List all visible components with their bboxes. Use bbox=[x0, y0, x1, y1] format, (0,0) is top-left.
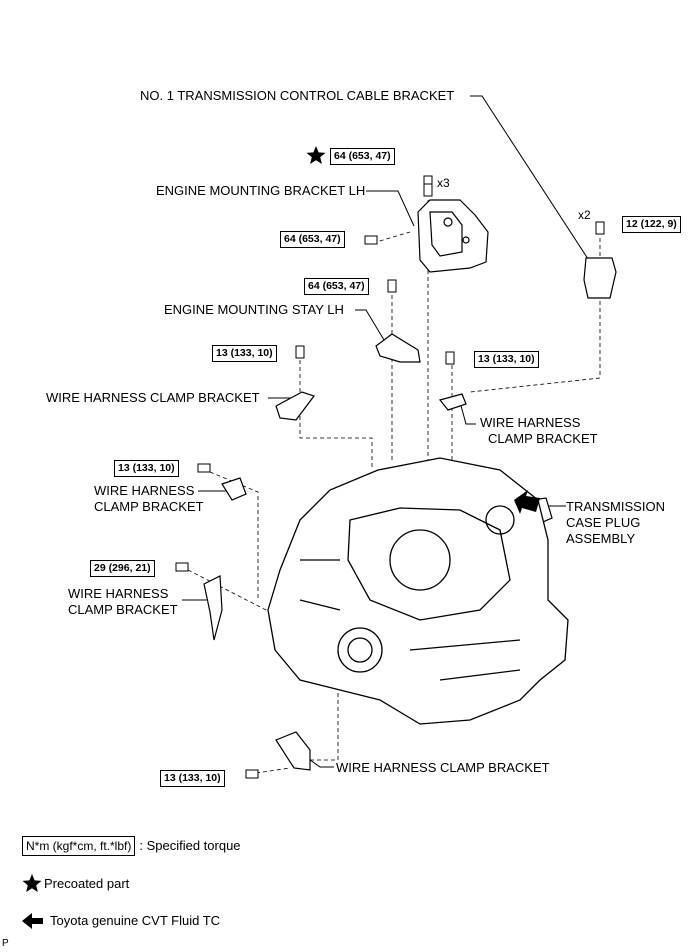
torque-mount-left: 64 (653, 47) bbox=[280, 231, 345, 248]
label-whcb-lower-1: WIRE HARNESS bbox=[68, 586, 169, 601]
torque-left-bracket: 13 (133, 10) bbox=[212, 345, 277, 362]
whcb-lower-shape bbox=[203, 575, 223, 641]
leader-no1-bracket bbox=[470, 95, 591, 263]
legend-arrow-text: Toyota genuine CVT Fluid TC bbox=[50, 913, 221, 928]
label-plug-1: TRANSMISSION bbox=[566, 499, 665, 514]
legend-torque-text: : Specified torque bbox=[139, 838, 241, 853]
label-whcb-mid-2: CLAMP BRACKET bbox=[94, 499, 204, 514]
no1-cable-bracket bbox=[583, 257, 617, 299]
fluid-arrow-icon bbox=[22, 913, 43, 929]
torque-top: 64 (653, 47) bbox=[330, 148, 395, 165]
label-whcb-mid-1: WIRE HARNESS bbox=[94, 483, 195, 498]
leader-engine-mount-stay bbox=[355, 309, 385, 341]
qty-x2: x2 bbox=[578, 208, 591, 222]
label-whcb-right-2: CLAMP BRACKET bbox=[488, 431, 598, 446]
torque-right-bracket: 13 (133, 10) bbox=[474, 351, 539, 368]
legend-star-text: Precoated part bbox=[44, 876, 130, 891]
engine-mounting-bracket-lh bbox=[417, 199, 489, 273]
transmission-assembly bbox=[267, 457, 569, 725]
label-whcb-bottom: WIRE HARNESS CLAMP BRACKET bbox=[336, 760, 550, 775]
label-whcb-right-1: WIRE HARNESS bbox=[480, 415, 581, 430]
whcb-mid-shape bbox=[221, 477, 247, 501]
torque-stay: 64 (653, 47) bbox=[304, 278, 369, 295]
engine-mounting-stay-lh bbox=[375, 333, 421, 363]
whcb-left-top-shape bbox=[275, 391, 315, 421]
label-plug-3: ASSEMBLY bbox=[566, 531, 636, 546]
label-no1-cable-bracket: NO. 1 TRANSMISSION CONTROL CABLE BRACKET bbox=[140, 88, 455, 103]
label-engine-mounting-bracket: ENGINE MOUNTING BRACKET LH bbox=[156, 183, 366, 198]
torque-bottom-bracket: 13 (133, 10) bbox=[160, 770, 225, 787]
qty-x3: x3 bbox=[437, 176, 450, 190]
label-whcb-left-top: WIRE HARNESS CLAMP BRACKET bbox=[46, 390, 260, 405]
label-whcb-lower-2: CLAMP BRACKET bbox=[68, 602, 178, 617]
legend-torque-box: N*m (kgf*cm, ft.*lbf) bbox=[22, 836, 136, 856]
star-icon bbox=[306, 146, 326, 164]
whcb-right-shape bbox=[438, 393, 467, 411]
whcb-bottom-shape bbox=[275, 731, 311, 771]
leader-whcb-right bbox=[459, 401, 476, 425]
label-plug-2: CASE PLUG bbox=[566, 515, 641, 530]
label-engine-mounting-stay: ENGINE MOUNTING STAY LH bbox=[164, 302, 344, 317]
leader-engine-mount-bracket bbox=[366, 190, 415, 227]
torque-mid-bracket: 13 (133, 10) bbox=[114, 460, 179, 477]
fluid-arrow-icon bbox=[514, 490, 540, 514]
legend-torque: N*m (kgf*cm, ft.*lbf): Specified torque bbox=[22, 836, 241, 856]
star-icon bbox=[22, 874, 42, 892]
torque-lower-bracket: 29 (296, 21) bbox=[90, 560, 155, 577]
corner-mark: P bbox=[2, 938, 9, 949]
torque-cable: 12 (122, 9) bbox=[622, 216, 681, 233]
